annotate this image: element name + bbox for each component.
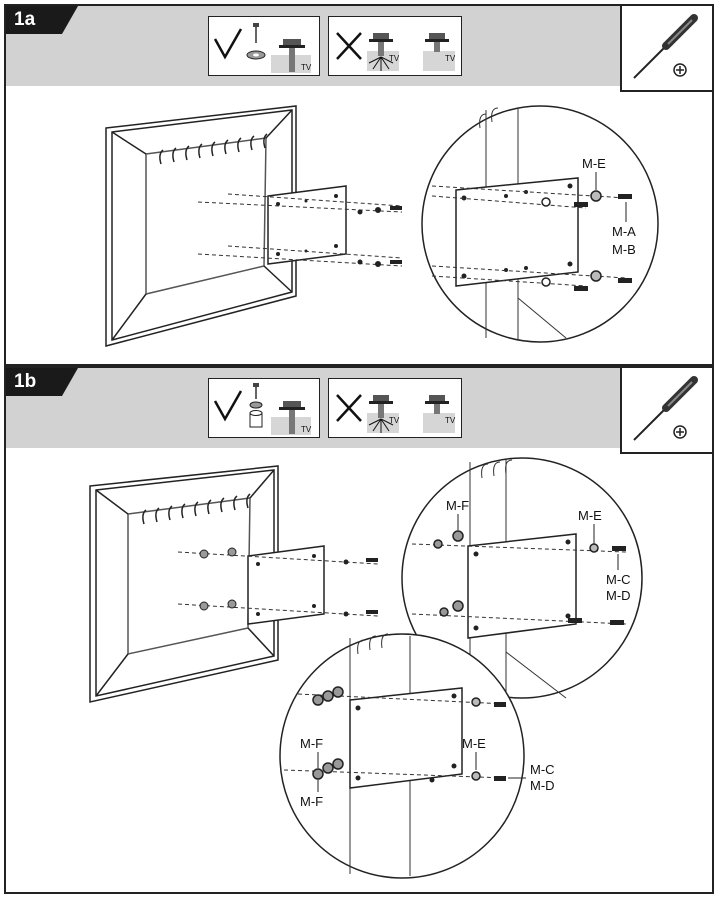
svg-text:M-F: M-F <box>300 794 323 809</box>
step-1a-incorrect-box: TV TV <box>328 16 462 76</box>
phillips-screwdriver-icon <box>633 14 698 79</box>
svg-text:M-E: M-E <box>462 736 486 751</box>
step-1a-diagram: M-E M-A M-B <box>105 105 659 347</box>
screw-lines-1b <box>177 551 379 617</box>
cross-icon: TV TV <box>336 32 456 71</box>
step-1a-tool-box <box>620 4 714 92</box>
check-icon: TV <box>213 23 312 73</box>
svg-text:M-D: M-D <box>606 588 631 603</box>
step-1a-panel: 1a TV <box>4 4 714 366</box>
step-1b-correct-box: TV <box>208 378 320 438</box>
svg-text:TV: TV <box>389 416 400 425</box>
svg-text:M-D: M-D <box>530 778 555 793</box>
step-1b-diagram: M-F M-E M-C M-D <box>89 457 643 879</box>
step-1b-panel: 1b TV <box>4 366 714 894</box>
step-1a-tab: 1a <box>6 6 78 34</box>
zoom-circle-1b-lower: M-F M-F M-E M-C M-D <box>279 633 555 879</box>
svg-text:TV: TV <box>445 416 456 425</box>
hardware-1b <box>199 547 378 617</box>
screw-icon <box>246 23 266 60</box>
step-1a-label: 1a <box>14 9 36 30</box>
svg-text:M-A: M-A <box>612 224 636 239</box>
zoom-circle-1a: M-E M-A M-B <box>421 105 659 343</box>
check-icon: TV <box>213 383 312 435</box>
mount-plate-1b <box>247 545 325 625</box>
step-1b-label: 1b <box>14 371 37 392</box>
step-1b-tool-box <box>620 366 714 454</box>
svg-text:M-C: M-C <box>606 572 631 587</box>
svg-text:M-B: M-B <box>612 242 636 257</box>
step-1b-incorrect-box: TV TV <box>328 378 462 438</box>
screw-lines-1a <box>197 193 403 267</box>
svg-text:TV: TV <box>389 54 400 63</box>
step-1a-correct-box: TV <box>208 16 320 76</box>
svg-text:TV: TV <box>445 54 456 63</box>
svg-text:M-F: M-F <box>300 736 323 751</box>
step-1b-tab: 1b <box>6 368 78 396</box>
mount-plate-1a <box>267 185 347 265</box>
svg-text:M-E: M-E <box>582 156 606 171</box>
tv-vents-1a <box>159 133 268 165</box>
hardware-1a <box>357 206 402 267</box>
svg-text:M-C: M-C <box>530 762 555 777</box>
tv-vents-1b <box>142 493 251 525</box>
svg-text:TV: TV <box>301 63 312 72</box>
svg-text:M-E: M-E <box>578 508 602 523</box>
svg-text:M-F: M-F <box>446 498 469 513</box>
zoom-circle-1b-upper: M-F M-E M-C M-D <box>401 457 643 699</box>
cross-icon: TV TV <box>336 394 456 433</box>
svg-text:TV: TV <box>301 425 312 434</box>
phillips-screwdriver-icon <box>633 376 698 441</box>
screw-washer-spacer-icon <box>249 383 263 428</box>
tv-back-1b <box>89 465 279 703</box>
